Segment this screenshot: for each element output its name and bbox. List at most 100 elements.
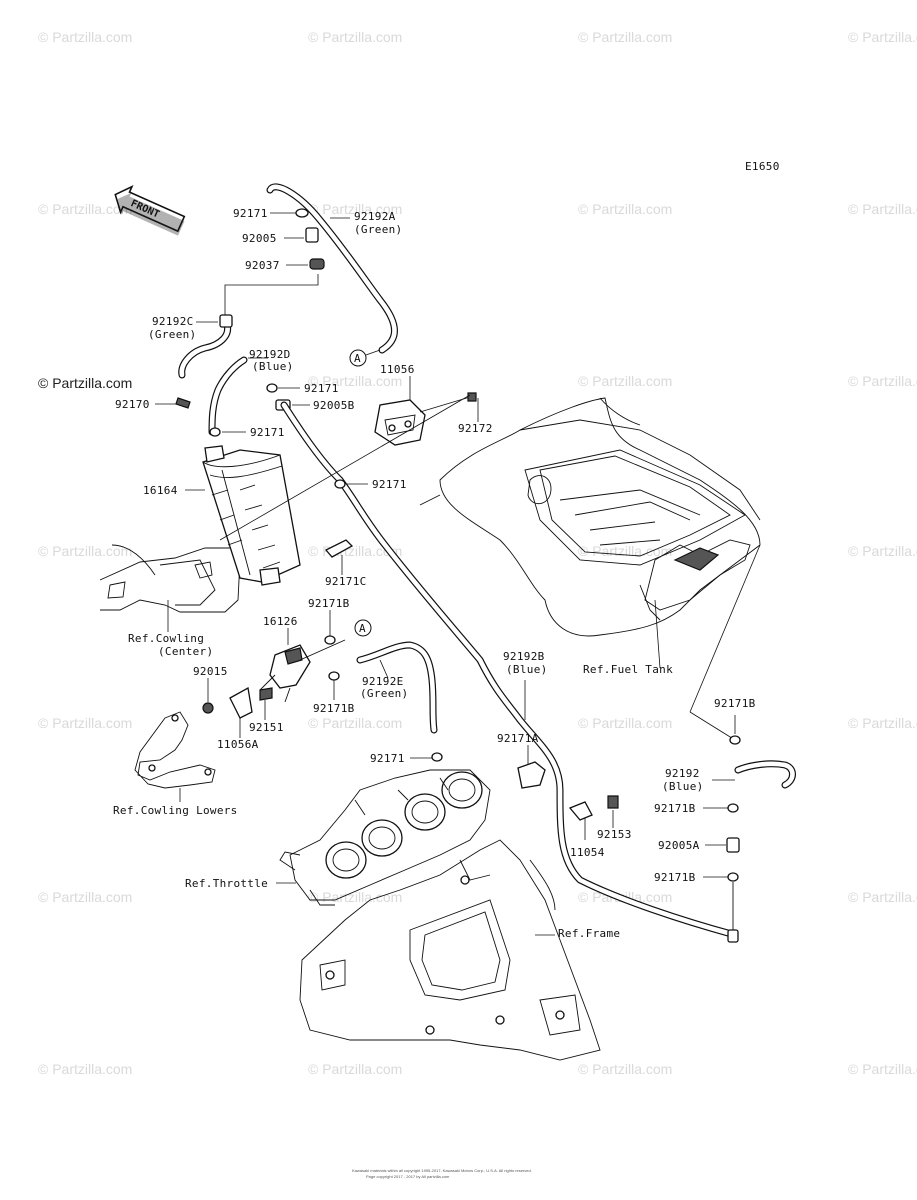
watermark: © Partzilla.com [848, 29, 917, 45]
bolt-92151 [259, 687, 273, 701]
label-92171B-d: 92171B [654, 802, 696, 815]
label-92192D: 92192D [249, 348, 291, 361]
label-11056: 11056 [380, 363, 415, 376]
label-92192B-color: (Blue) [506, 663, 548, 676]
watermark: © Partzilla.com [308, 201, 402, 217]
clamp-92171B-b [328, 671, 340, 681]
clamp-92171-mid [266, 383, 278, 393]
label-16164: 16164 [143, 484, 178, 497]
canister-16164 [202, 445, 301, 586]
watermark: © Partzilla.com [308, 715, 402, 731]
clamp-92171-top [295, 208, 309, 218]
watermark: © Partzilla.com [848, 201, 917, 217]
clamp-92171B-a [324, 635, 336, 645]
bracket-11056 [374, 399, 426, 446]
label-ref-throttle: Ref.Throttle [185, 877, 268, 890]
watermark: © Partzilla.com [578, 543, 672, 559]
fitting-92005A [726, 837, 740, 853]
label-92192C-color: (Green) [148, 328, 196, 341]
label-92153: 92153 [597, 828, 632, 841]
watermark: © Partzilla.com [308, 889, 402, 905]
part-92171A [517, 761, 546, 789]
watermark: © Partzilla.com [38, 1061, 132, 1077]
label-92171B-b: 92171B [313, 702, 355, 715]
label-11056A: 11056A [217, 738, 259, 751]
label-92192B: 92192B [503, 650, 545, 663]
cowling-center-drawing [99, 544, 241, 613]
fitting-92005 [305, 227, 319, 243]
watermark: © Partzilla.com [848, 1061, 917, 1077]
throttle-body-drawing [279, 769, 491, 906]
clamp-92171B-d [727, 803, 739, 813]
label-ref-cowling-center-2: (Center) [158, 645, 213, 658]
clamp-92171-hose [334, 479, 346, 489]
watermark: © Partzilla.com [38, 29, 132, 45]
watermark: © Partzilla.com [38, 543, 132, 559]
label-92192D-color: (Blue) [252, 360, 294, 373]
label-92171C: 92171C [325, 575, 367, 588]
watermark: © Partzilla.com [38, 715, 132, 731]
watermark: © Partzilla.com [578, 373, 672, 389]
clamp-92037 [309, 258, 325, 270]
nut-92015 [202, 702, 214, 714]
label-92037: 92037 [245, 259, 280, 272]
watermark: © Partzilla.com [578, 201, 672, 217]
label-92192E: 92192E [362, 675, 404, 688]
label-ref-frame: Ref.Frame [558, 927, 620, 940]
label-92192A-color: (Green) [354, 223, 402, 236]
watermark: © Partzilla.com [308, 373, 402, 389]
label-92005B: 92005B [313, 399, 355, 412]
label-92192-color: (Blue) [662, 780, 704, 793]
diagram-code: E1650 [745, 160, 780, 173]
label-92170: 92170 [115, 398, 150, 411]
watermark: © Partzilla.com [578, 715, 672, 731]
copyright-line-2: Page copyright 2017 - 2017 by All partzi… [366, 1174, 450, 1179]
callout-a-top-label: A [354, 352, 361, 365]
clamp-92171B-e [727, 872, 739, 882]
clamp-92171B-c [729, 735, 741, 745]
label-92171B-e: 92171B [654, 871, 696, 884]
bracket-11056A [229, 686, 253, 719]
callout-a-lower-label: A [359, 622, 366, 635]
watermark: © Partzilla.com [38, 889, 132, 905]
watermark: © Partzilla.com [848, 715, 917, 731]
fuel-tank-drawing [419, 397, 761, 637]
part-92171C [324, 539, 354, 558]
clamp-92171-low [209, 427, 221, 437]
watermark: © Partzilla.com [848, 543, 917, 559]
callout-a-lower [354, 619, 372, 637]
watermark: © Partzilla.com [308, 1061, 402, 1077]
label-92192E-color: (Green) [360, 687, 408, 700]
watermark: © Partzilla.com [848, 889, 917, 905]
label-92151: 92151 [249, 721, 284, 734]
watermark: © Partzilla.com [848, 373, 917, 389]
label-92171A: 92171A [497, 732, 539, 745]
label-ref-cowling-lowers: Ref.Cowling Lowers [113, 804, 238, 817]
bracket-11054 [568, 801, 593, 821]
label-11054: 11054 [570, 846, 605, 859]
label-92171-hose: 92171 [372, 478, 407, 491]
bolt-92172 [467, 392, 477, 402]
watermark: © Partzilla.com [578, 1061, 672, 1077]
label-ref-cowling-center-1: Ref.Cowling [128, 632, 204, 645]
cowling-lowers-drawing [134, 711, 216, 789]
label-92171-top: 92171 [233, 207, 268, 220]
label-92171B-c: 92171B [714, 697, 756, 710]
watermark-grid: © Partzilla.com © Partzilla.com © Partzi… [38, 29, 917, 1077]
bolt-92153 [607, 795, 619, 809]
copyright-line-1: Kawasaki materials within all copyright … [352, 1168, 532, 1173]
label-92005: 92005 [242, 232, 277, 245]
label-92005A: 92005A [658, 839, 700, 852]
front-arrow-icon: FRONT [114, 184, 186, 236]
label-92172: 92172 [458, 422, 493, 435]
label-92192: 92192 [665, 767, 700, 780]
clip-92170 [175, 397, 191, 409]
label-92171-low: 92171 [250, 426, 285, 439]
frame-drawing [299, 839, 601, 1061]
watermark: © Partzilla.com [308, 29, 402, 45]
callout-a-top [349, 349, 367, 367]
label-92171-e: 92171 [370, 752, 405, 765]
label-92171B-a: 92171B [308, 597, 350, 610]
clamp-92171-e [431, 752, 443, 762]
